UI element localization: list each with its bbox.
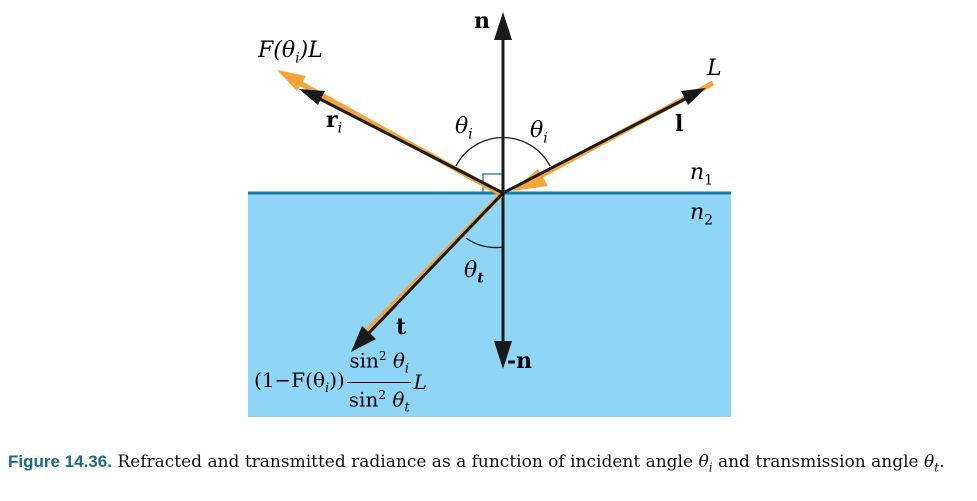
caption-text-b: and transmission angle (712, 452, 924, 472)
neg-normal-arrowhead (494, 341, 512, 369)
reflected-radiance-label: F(θi)L (258, 38, 323, 67)
figure-number: Figure 14.36. (8, 452, 112, 471)
transmit-tail: L (413, 370, 427, 395)
transmit-prefix: (1−F(θi)) (254, 368, 345, 397)
theta-i-left-label: θi (455, 114, 473, 143)
n2-label: n2 (690, 200, 714, 229)
sine-ratio-numerator: sin2 θi (347, 344, 412, 383)
normal-arrowhead (494, 12, 512, 40)
theta-i-right-label: θi (530, 118, 548, 147)
transmit-vector-label: t (396, 314, 407, 340)
reflected-vector (317, 96, 504, 195)
refraction-diagram (248, 12, 731, 417)
transmit-vector (366, 191, 505, 336)
sine-ratio-denominator: sin2 θt (348, 387, 410, 416)
n1-label: n1 (690, 160, 714, 189)
theta-t-arc (465, 237, 504, 249)
light-radiance-label: L (707, 56, 722, 81)
medium-2-region (248, 193, 731, 417)
transmit-radiance-label: (1−F(θi)) sin2 θi sin2 θt L (254, 344, 427, 420)
figure-caption: Figure 14.36. Refracted and transmitted … (8, 452, 945, 475)
light-vector-label: l (675, 111, 684, 137)
reflected-arrowhead (299, 89, 325, 105)
theta-t-label: θt (464, 258, 484, 287)
light-vector (502, 96, 688, 195)
neg-normal-label: -n (507, 348, 533, 374)
transmit-arrowhead (351, 326, 376, 352)
reflected-vector-label: ri (326, 107, 343, 137)
reflected-radiance-arrowhead (277, 70, 306, 91)
normal-label: n (474, 8, 490, 34)
sine-ratio: sin2 θi sin2 θt (347, 344, 412, 420)
light-arrowhead (681, 88, 706, 105)
caption-text-a: Refracted and transmitted radiance as a … (111, 452, 699, 472)
